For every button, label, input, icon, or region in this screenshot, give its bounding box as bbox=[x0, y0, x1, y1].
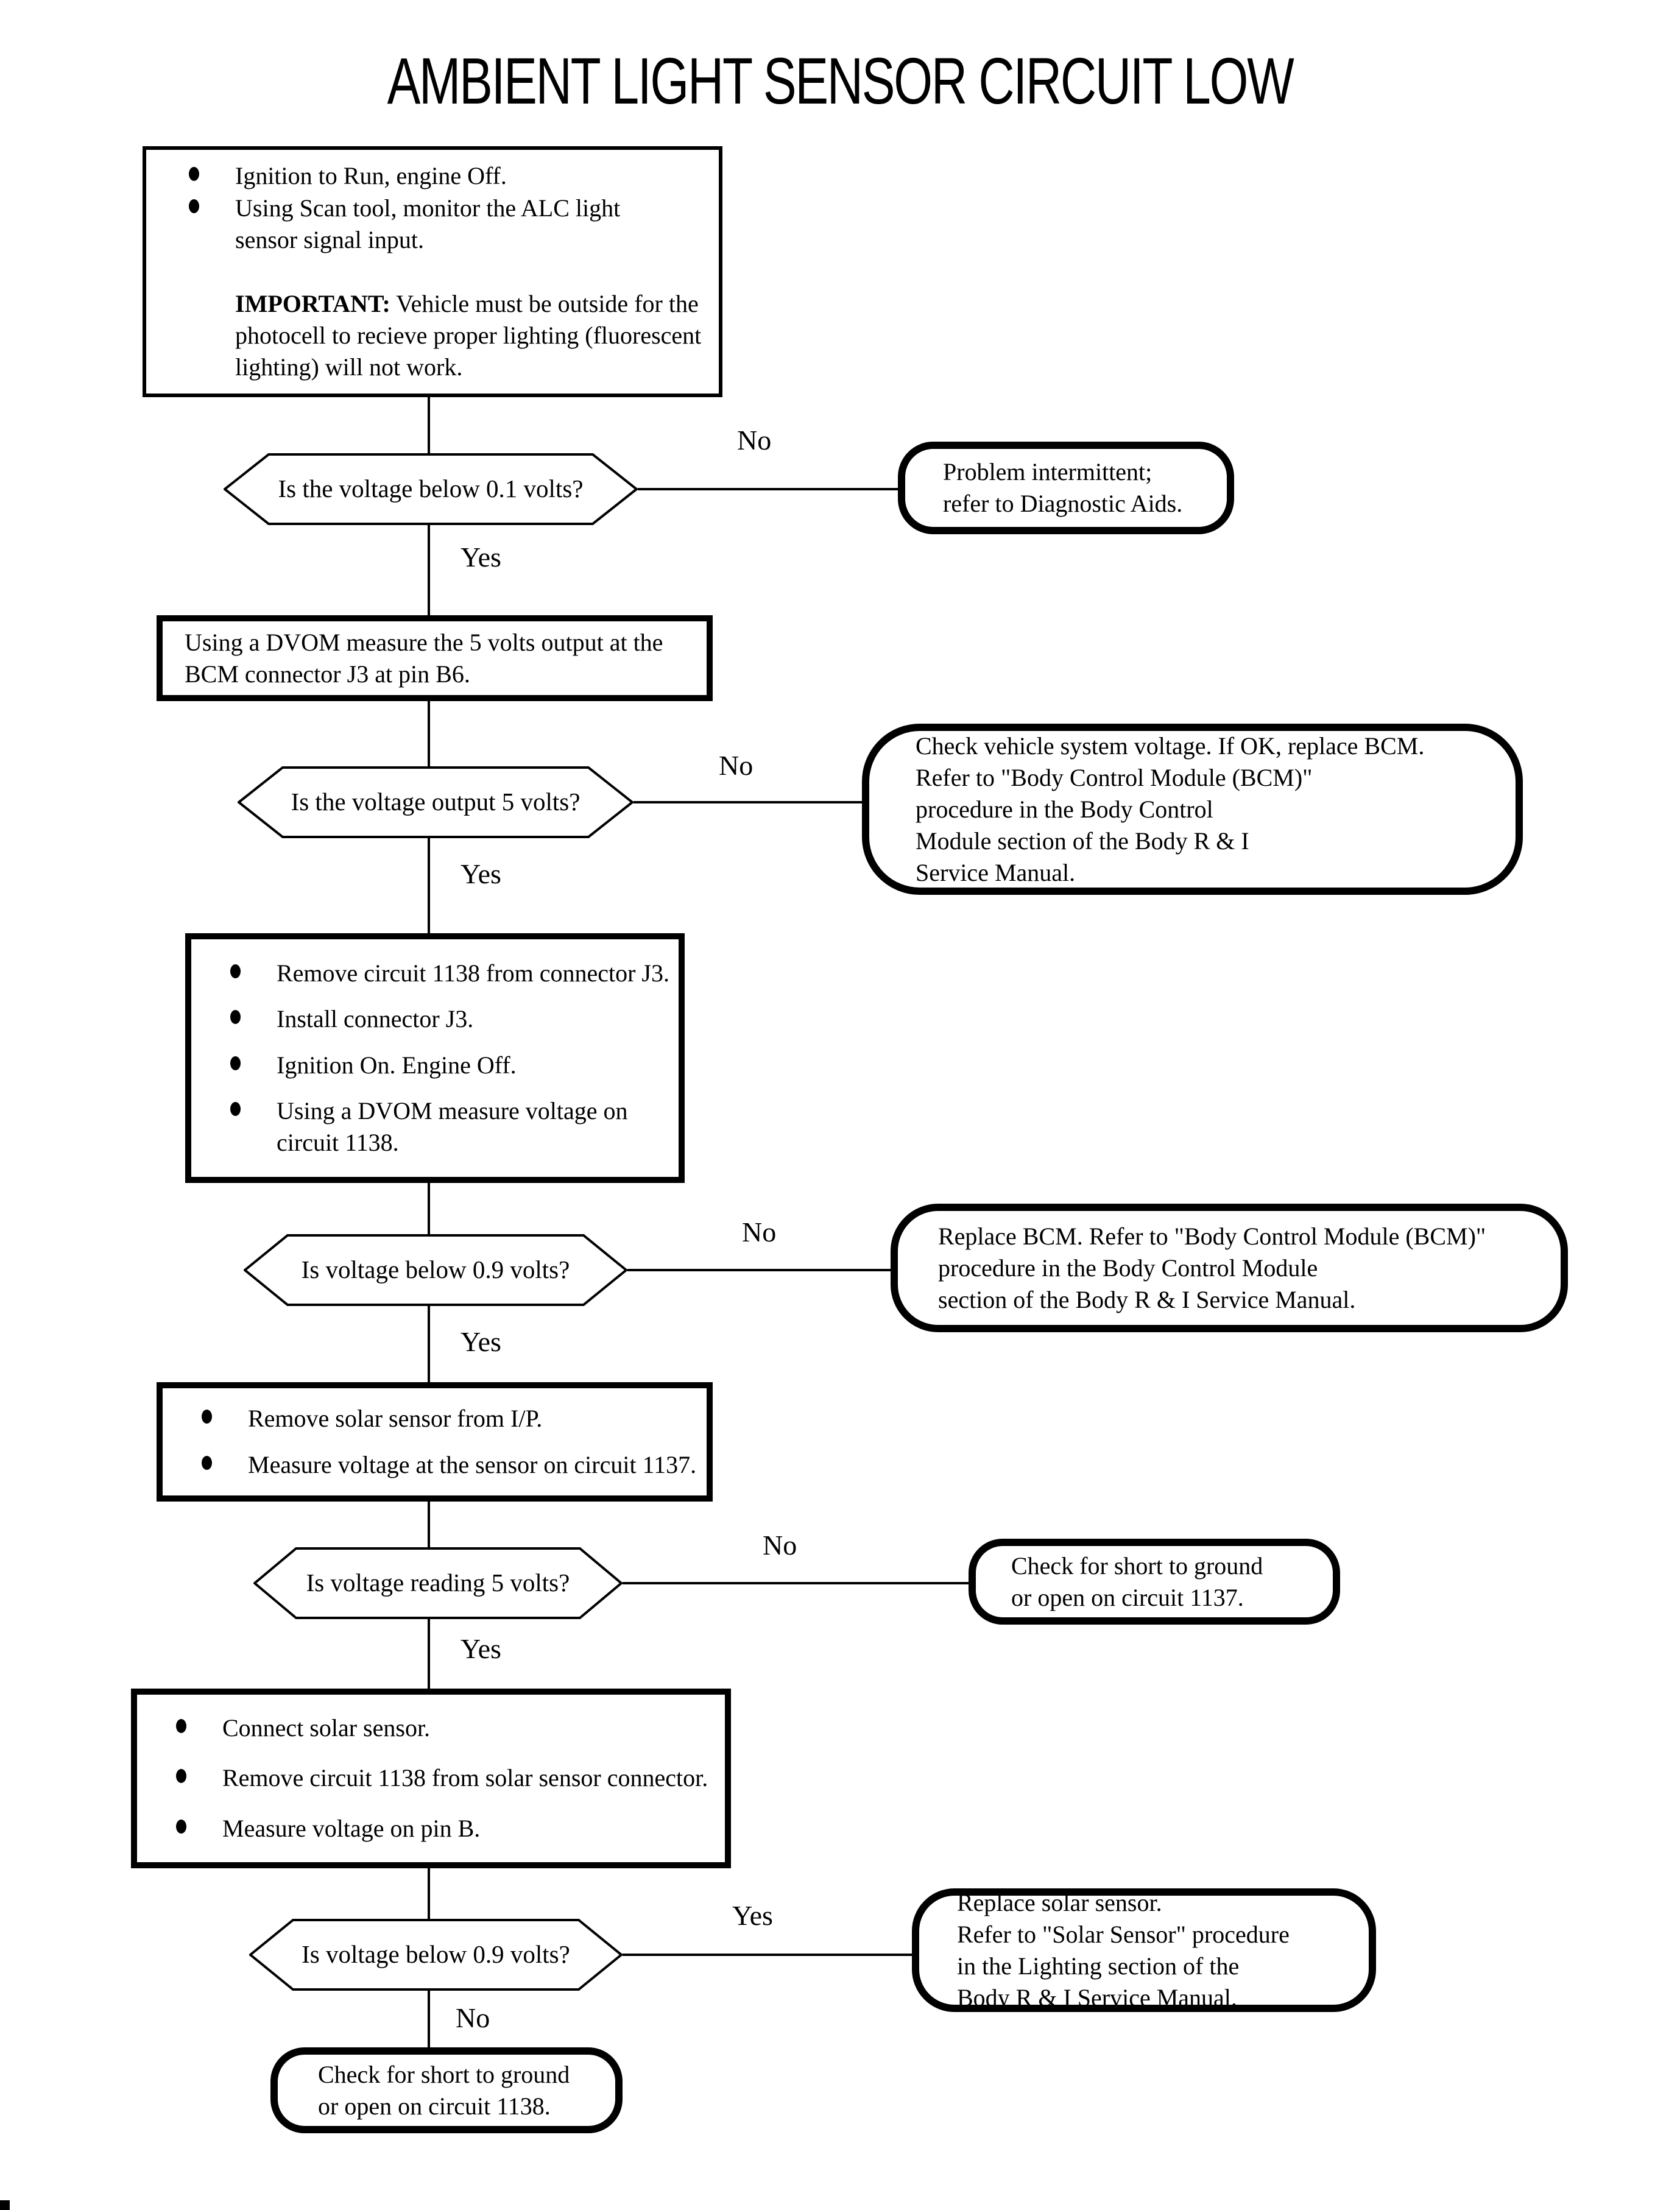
hexagon-shape bbox=[224, 453, 638, 525]
step: Remove solar sensor from I/P. bbox=[248, 1405, 543, 1432]
list-item: Measure voltage on pin B. bbox=[142, 1813, 720, 1845]
list-item: Remove circuit 1138 from connector J3. bbox=[196, 958, 674, 989]
decision-question: Is voltage below 0.9 volts? bbox=[301, 1255, 570, 1284]
page-title: AMBIENT LIGHT SENSOR CIRCUIT LOW bbox=[387, 44, 1294, 118]
result-replace-bcm: Replace BCM. Refer to "Body Control Modu… bbox=[891, 1204, 1568, 1332]
branch-label-no: No bbox=[737, 425, 772, 456]
bullet-icon bbox=[196, 1050, 277, 1070]
result-text: Check for short to ground or open on cir… bbox=[318, 2060, 570, 2120]
branch-label-yes: Yes bbox=[461, 1633, 501, 1664]
list-item: Using Scan tool, monitor the ALC light s… bbox=[155, 192, 710, 256]
bullet-icon bbox=[196, 958, 277, 978]
bullet-icon bbox=[196, 1003, 277, 1025]
important-text: Vehicle must be outside for the photocel… bbox=[235, 290, 702, 381]
result-text: Problem intermittent; refer to Diagnosti… bbox=[943, 458, 1183, 517]
process-connect-solar-sensor-box: Connect solar sensor. Remove circuit 113… bbox=[131, 1689, 731, 1868]
decision-question: Is voltage reading 5 volts? bbox=[306, 1569, 570, 1597]
step: Using a DVOM measure voltage on circuit … bbox=[277, 1097, 628, 1157]
setup-step-1: Ignition to Run, engine Off. bbox=[235, 161, 507, 189]
hexagon-shape bbox=[244, 1234, 627, 1306]
branch-label-no: No bbox=[763, 1530, 797, 1561]
process-measure-5v-output-box: Using a DVOM measure the 5 volts output … bbox=[157, 615, 713, 701]
branch-label-yes: Yes bbox=[732, 1900, 773, 1931]
process-circuit-1138-box: Remove circuit 1138 from connector J3. I… bbox=[185, 933, 685, 1183]
process-text: Using a DVOM measure the 5 volts output … bbox=[185, 628, 663, 688]
branch-label-yes: Yes bbox=[461, 858, 501, 889]
bullet-icon bbox=[155, 160, 235, 181]
bullet-icon bbox=[168, 1449, 248, 1470]
result-check-circuit-1138: Check for short to ground or open on cir… bbox=[270, 2047, 623, 2133]
branch-label-yes: Yes bbox=[461, 1326, 501, 1357]
hexagon-shape bbox=[253, 1547, 623, 1619]
important-label: IMPORTANT: bbox=[235, 290, 390, 318]
branch-label-no: No bbox=[742, 1216, 777, 1248]
decision-voltage-below-0.9-second: Is voltage below 0.9 volts? bbox=[249, 1919, 623, 1991]
connector-line bbox=[428, 1502, 430, 1547]
branch-label-yes: Yes bbox=[461, 542, 501, 573]
connector-line bbox=[428, 838, 430, 933]
decision-voltage-below-0.1: Is the voltage below 0.1 volts? bbox=[224, 453, 638, 525]
decision-question: Is the voltage below 0.1 volts? bbox=[278, 475, 584, 503]
decision-question: Is the voltage output 5 volts? bbox=[291, 788, 581, 816]
bullet-icon bbox=[196, 1095, 277, 1117]
connector-line bbox=[428, 1306, 430, 1382]
bullet-icon bbox=[142, 1762, 222, 1784]
list-item: Remove solar sensor from I/P. bbox=[168, 1403, 702, 1435]
result-replace-solar-sensor: Replace solar sensor. Refer to "Solar Se… bbox=[912, 1888, 1376, 2012]
process-remove-solar-sensor-box: Remove solar sensor from I/P. Measure vo… bbox=[157, 1382, 713, 1502]
branch-label-no: No bbox=[456, 2002, 490, 2033]
hexagon-shape bbox=[238, 766, 634, 838]
setup-step-2: Using Scan tool, monitor the ALC light s… bbox=[235, 194, 621, 253]
decision-question: Is voltage below 0.9 volts? bbox=[302, 1940, 570, 1969]
decision-voltage-below-0.9-first: Is voltage below 0.9 volts? bbox=[244, 1234, 627, 1306]
list-item: Measure voltage at the sensor on circuit… bbox=[168, 1449, 702, 1481]
connector-line bbox=[428, 525, 430, 615]
decision-voltage-output-5v: Is the voltage output 5 volts? bbox=[238, 766, 634, 838]
bullet-icon bbox=[142, 1813, 222, 1834]
list-item: Install connector J3. bbox=[196, 1003, 674, 1035]
list-item: Connect solar sensor. bbox=[142, 1712, 720, 1744]
connector-line bbox=[428, 1991, 430, 2047]
step: Measure voltage at the sensor on circuit… bbox=[248, 1451, 697, 1478]
result-text: Check for short to ground or open on cir… bbox=[1011, 1552, 1263, 1611]
step: Install connector J3. bbox=[277, 1005, 474, 1033]
connector-line bbox=[428, 701, 430, 766]
branch-label-no: No bbox=[719, 750, 754, 781]
bullet-icon bbox=[168, 1403, 248, 1424]
connector-line bbox=[623, 1582, 969, 1584]
result-check-circuit-1137: Check for short to ground or open on cir… bbox=[969, 1539, 1340, 1625]
result-text: Replace BCM. Refer to "Body Control Modu… bbox=[938, 1222, 1486, 1313]
hexagon-shape bbox=[249, 1919, 623, 1991]
step: Remove circuit 1138 from connector J3. bbox=[277, 959, 669, 987]
result-check-system-voltage: Check vehicle system voltage. If OK, rep… bbox=[862, 724, 1523, 895]
connector-line bbox=[428, 1868, 430, 1919]
step: Ignition On. Engine Off. bbox=[277, 1051, 517, 1079]
list-item: Using a DVOM measure voltage on circuit … bbox=[196, 1095, 674, 1159]
list-item: Ignition to Run, engine Off. bbox=[155, 160, 710, 192]
bullet-icon bbox=[142, 1712, 222, 1734]
step: Connect solar sensor. bbox=[222, 1714, 431, 1742]
important-note: IMPORTANT: Vehicle must be outside for t… bbox=[235, 256, 710, 383]
list-item: Ignition On. Engine Off. bbox=[196, 1050, 674, 1081]
connector-line bbox=[627, 1269, 891, 1271]
list-item: Remove circuit 1138 from solar sensor co… bbox=[142, 1762, 720, 1794]
connector-line bbox=[638, 488, 898, 490]
result-problem-intermittent: Problem intermittent; refer to Diagnosti… bbox=[898, 442, 1234, 534]
bullet-icon bbox=[155, 192, 235, 213]
scan-artifact-mark bbox=[0, 2200, 10, 2210]
connector-line bbox=[428, 1183, 430, 1234]
setup-instructions-box: Ignition to Run, engine Off. Using Scan … bbox=[143, 146, 722, 397]
connector-line bbox=[634, 801, 862, 803]
result-text: Replace solar sensor. Refer to "Solar Se… bbox=[957, 1888, 1290, 2011]
connector-line bbox=[428, 397, 430, 453]
connector-line bbox=[428, 1619, 430, 1689]
step: Measure voltage on pin B. bbox=[222, 1814, 481, 1842]
decision-voltage-reading-5v: Is voltage reading 5 volts? bbox=[253, 1547, 623, 1619]
result-text: Check vehicle system voltage. If OK, rep… bbox=[916, 732, 1425, 886]
connector-line bbox=[623, 1954, 912, 1956]
step: Remove circuit 1138 from solar sensor co… bbox=[222, 1764, 708, 1792]
